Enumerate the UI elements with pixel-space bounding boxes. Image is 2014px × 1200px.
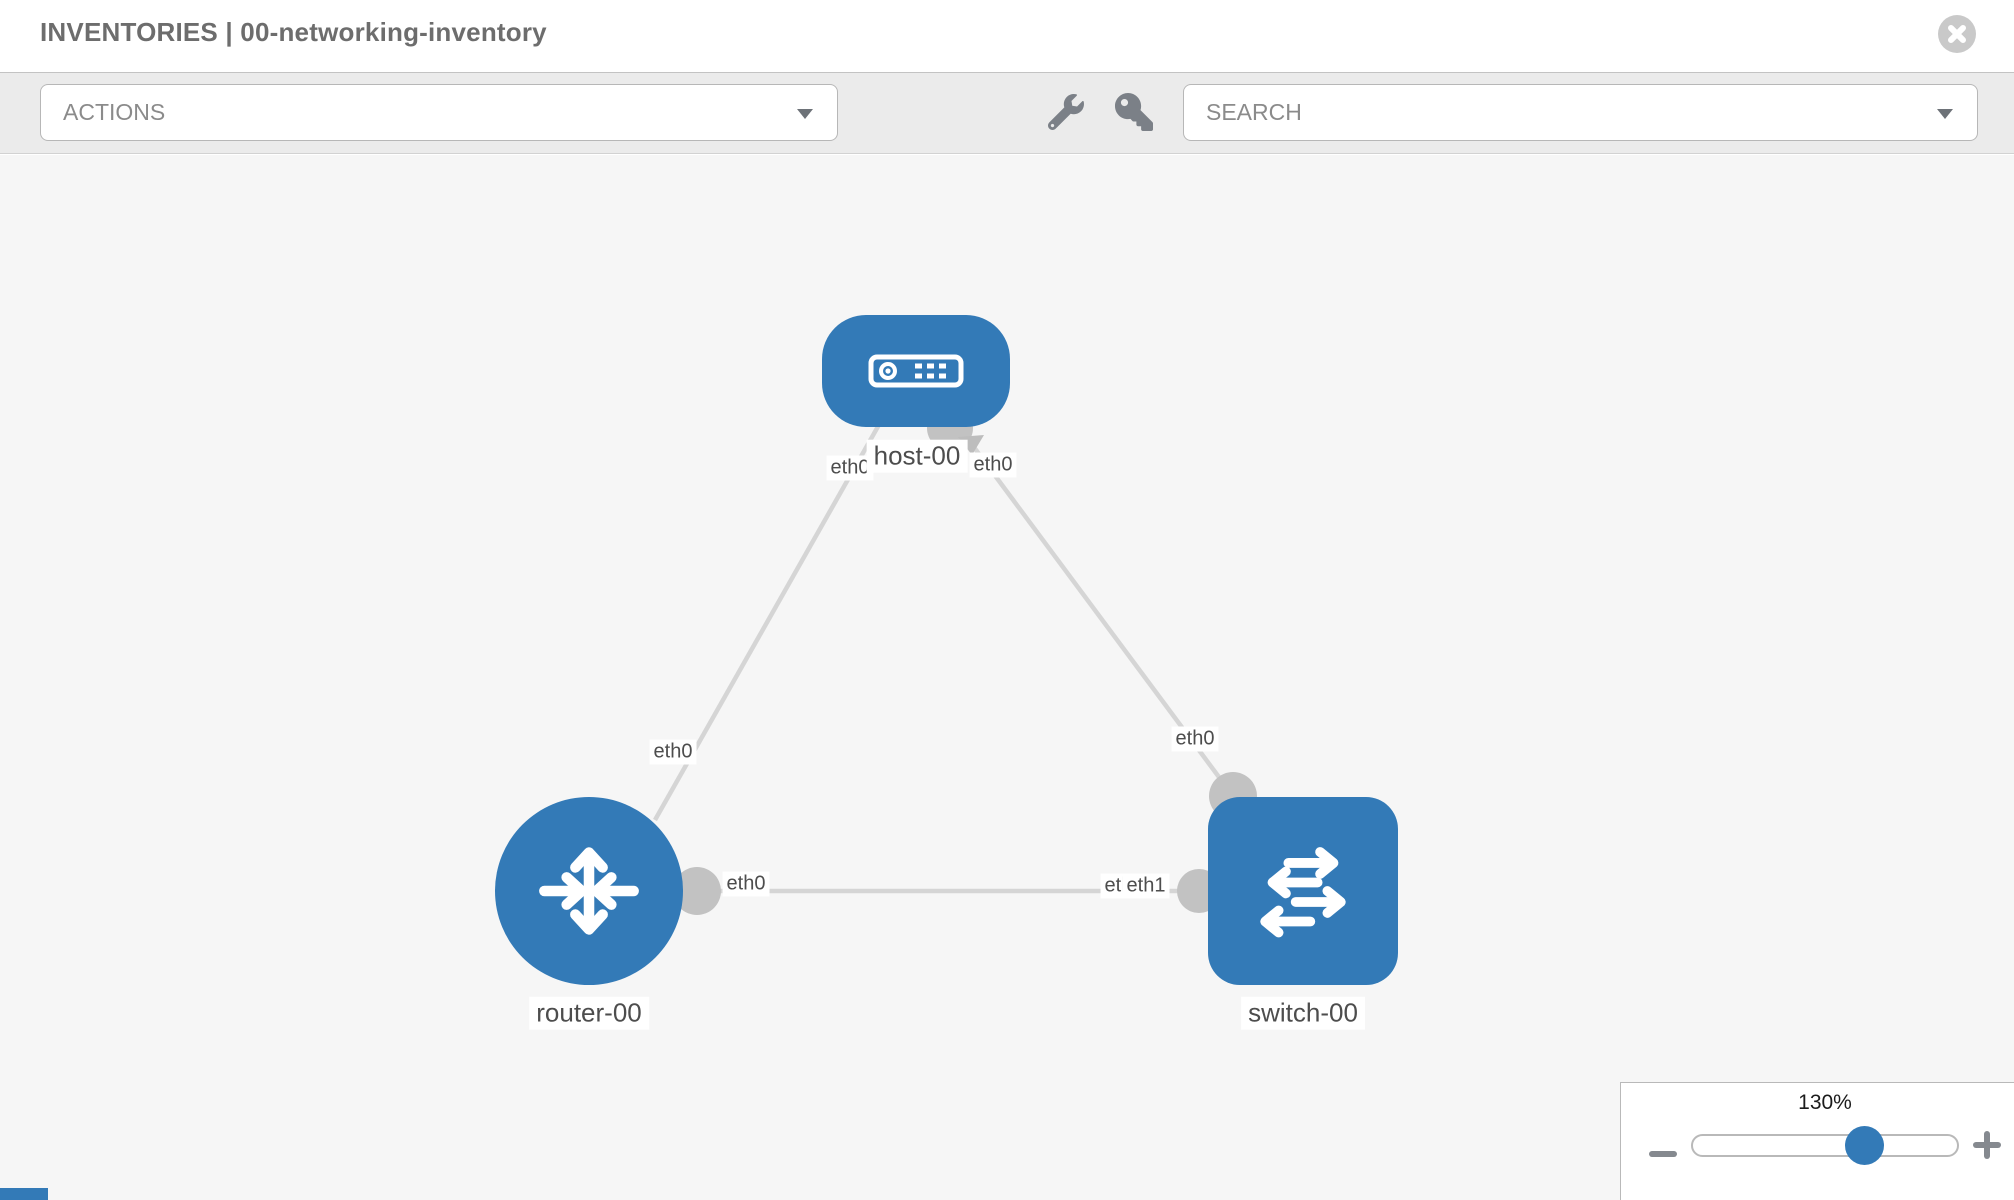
- header: INVENTORIES | 00-networking-inventory: [0, 0, 2014, 72]
- actions-dropdown[interactable]: ACTIONS: [40, 84, 838, 141]
- search-dropdown[interactable]: SEARCH: [1183, 84, 1978, 141]
- iface-label-host-to-router: eth0: [826, 455, 874, 481]
- iface-label-router-to-switch: eth0: [722, 871, 770, 897]
- key-icon: [1115, 93, 1153, 131]
- chevron-down-icon: [797, 108, 813, 119]
- zoom-control-panel: 130%: [1620, 1082, 2014, 1200]
- iface-label-switch-to-host: eth0: [1171, 726, 1219, 752]
- search-dropdown-label: SEARCH: [1206, 99, 1302, 125]
- iface-label-switch-to-router: eth1: [1122, 873, 1170, 899]
- zoom-out-button[interactable]: [1649, 1141, 1677, 1167]
- chevron-down-icon: [1937, 108, 1953, 119]
- close-button[interactable]: [1938, 15, 1976, 53]
- wrench-icon: [1048, 94, 1084, 130]
- node-host-00[interactable]: [822, 315, 1010, 427]
- actions-dropdown-label: ACTIONS: [63, 99, 166, 125]
- close-icon: [1948, 25, 1966, 43]
- bottom-left-panel-edge: [0, 1188, 48, 1200]
- link-endpoint: [673, 867, 721, 915]
- node-router-00[interactable]: [495, 797, 683, 985]
- node-label-router-00: router-00: [529, 996, 649, 1030]
- host-icon: [868, 354, 964, 388]
- iface-label-router-to-host: eth0: [649, 739, 697, 765]
- iface-label-host-to-switch: eth0: [969, 452, 1017, 478]
- node-switch-00[interactable]: [1208, 797, 1398, 985]
- topology-links: [589, 398, 1303, 915]
- credentials-button[interactable]: [1114, 92, 1154, 132]
- zoom-slider-track[interactable]: [1691, 1134, 1959, 1157]
- node-label-switch-00: switch-00: [1241, 996, 1365, 1030]
- router-icon: [539, 847, 639, 935]
- switch-icon: [1260, 847, 1346, 938]
- page-title: INVENTORIES | 00-networking-inventory: [40, 17, 547, 47]
- node-label-host-00: host-00: [866, 439, 968, 473]
- topology-canvas[interactable]: eth0 eth0 eth0 eth0 eth0 eth0 eth1 host-…: [0, 155, 2014, 1200]
- zoom-in-button[interactable]: [1973, 1131, 2001, 1159]
- toolbar: ACTIONS SEARCH: [0, 72, 2014, 154]
- zoom-level-value: 130%: [1798, 1091, 1852, 1114]
- configure-button[interactable]: [1046, 92, 1086, 132]
- zoom-slider-knob[interactable]: [1845, 1126, 1884, 1165]
